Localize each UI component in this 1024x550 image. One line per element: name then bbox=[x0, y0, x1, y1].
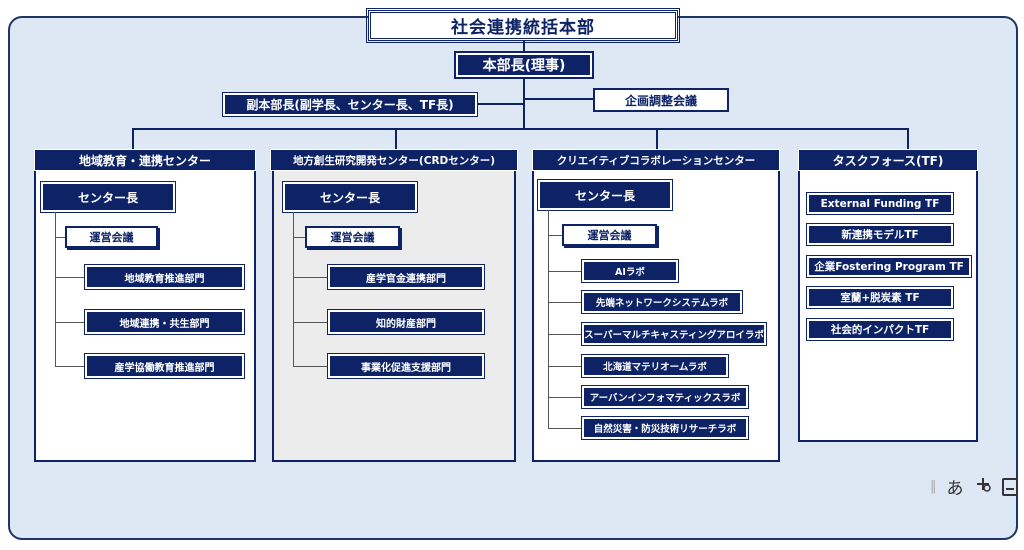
center-lead-box: センター長 bbox=[41, 182, 175, 212]
ops-council-box: 運営会議 bbox=[305, 226, 400, 248]
column-title: 地域教育・連携センター bbox=[34, 149, 256, 171]
planning-council-box: 企画調整会議 bbox=[593, 88, 729, 112]
column-title: タスクフォース(TF) bbox=[798, 149, 978, 171]
tree-line bbox=[55, 212, 56, 367]
lab-box: 自然災害・防災技術リサーチラボ bbox=[582, 417, 748, 439]
ime-tool-icon[interactable] bbox=[1001, 477, 1018, 496]
tree-branch bbox=[55, 277, 85, 278]
ime-toolbar: ‖ あ bbox=[930, 474, 1018, 499]
tree-branch bbox=[55, 366, 85, 367]
org-title: 社会連携統括本部 bbox=[366, 8, 680, 43]
council-connector bbox=[524, 98, 594, 100]
lab-box: アーバンインフォマティックスラボ bbox=[582, 386, 748, 408]
branch-drop-1 bbox=[132, 128, 134, 150]
ime-pad-icon[interactable] bbox=[974, 475, 992, 498]
task-force-box: 企業Fostering Program TF bbox=[807, 256, 971, 277]
tree-branch bbox=[548, 302, 582, 303]
tree-branch bbox=[548, 397, 582, 398]
department-box: 知的財産部門 bbox=[328, 310, 484, 334]
branch-drop-4 bbox=[907, 128, 909, 150]
column-title: 地方創生研究開発センター(CRDセンター) bbox=[270, 149, 518, 171]
deputy-connector bbox=[478, 103, 524, 105]
ops-council-box: 運営会議 bbox=[65, 226, 158, 248]
branch-line bbox=[132, 128, 909, 130]
center-lead-box: センター長 bbox=[538, 180, 672, 210]
center-lead-box: センター長 bbox=[283, 182, 417, 212]
tree-branch bbox=[55, 322, 85, 323]
tree-branch bbox=[293, 277, 328, 278]
task-force-box: 室蘭+脱炭素 TF bbox=[807, 287, 953, 308]
department-box: 産学官金連携部門 bbox=[328, 265, 484, 289]
department-box: 地域連携・共生部門 bbox=[85, 310, 244, 334]
column-title: クリエイティブコラボレーションセンター bbox=[532, 149, 780, 171]
tree-branch bbox=[293, 322, 328, 323]
deputy-box: 副本部長(副学長、センター長、TF長) bbox=[222, 92, 478, 117]
task-force-box: 社会的インパクトTF bbox=[807, 319, 953, 340]
tree-branch bbox=[548, 271, 582, 272]
tree-line bbox=[548, 210, 549, 428]
department-box: 事業化促進支援部門 bbox=[328, 354, 484, 378]
lab-box: 先端ネットワークシステムラボ bbox=[582, 291, 742, 313]
tree-branch bbox=[55, 237, 65, 238]
branch-drop-2 bbox=[395, 128, 397, 150]
tree-branch bbox=[293, 366, 328, 367]
tree-branch bbox=[548, 366, 582, 367]
branch-drop-3 bbox=[656, 128, 658, 150]
tree-branch bbox=[293, 237, 305, 238]
lab-box: 北海道マテリオームラボ bbox=[582, 355, 728, 377]
tree-branch bbox=[548, 235, 562, 236]
tree-line bbox=[293, 212, 294, 367]
ime-mode-button[interactable]: あ bbox=[946, 479, 964, 499]
tree-branch bbox=[548, 428, 582, 429]
task-force-box: 新連携モデルTF bbox=[807, 224, 953, 245]
chief-box: 本部長(理事) bbox=[455, 52, 593, 78]
task-force-box: External Funding TF bbox=[807, 193, 953, 214]
tree-branch bbox=[548, 334, 582, 335]
title-connector bbox=[523, 41, 525, 52]
department-box: 地域教育推進部門 bbox=[85, 265, 244, 289]
ops-council-box: 運営会議 bbox=[562, 224, 657, 246]
trunk-line bbox=[523, 78, 525, 130]
lab-box: スーパーマルチキャスティングアロイラボ bbox=[582, 323, 766, 345]
lab-box: AIラボ bbox=[582, 260, 678, 282]
ime-drag-handle[interactable]: ‖ bbox=[930, 479, 937, 494]
department-box: 産学協働教育推進部門 bbox=[85, 354, 244, 378]
